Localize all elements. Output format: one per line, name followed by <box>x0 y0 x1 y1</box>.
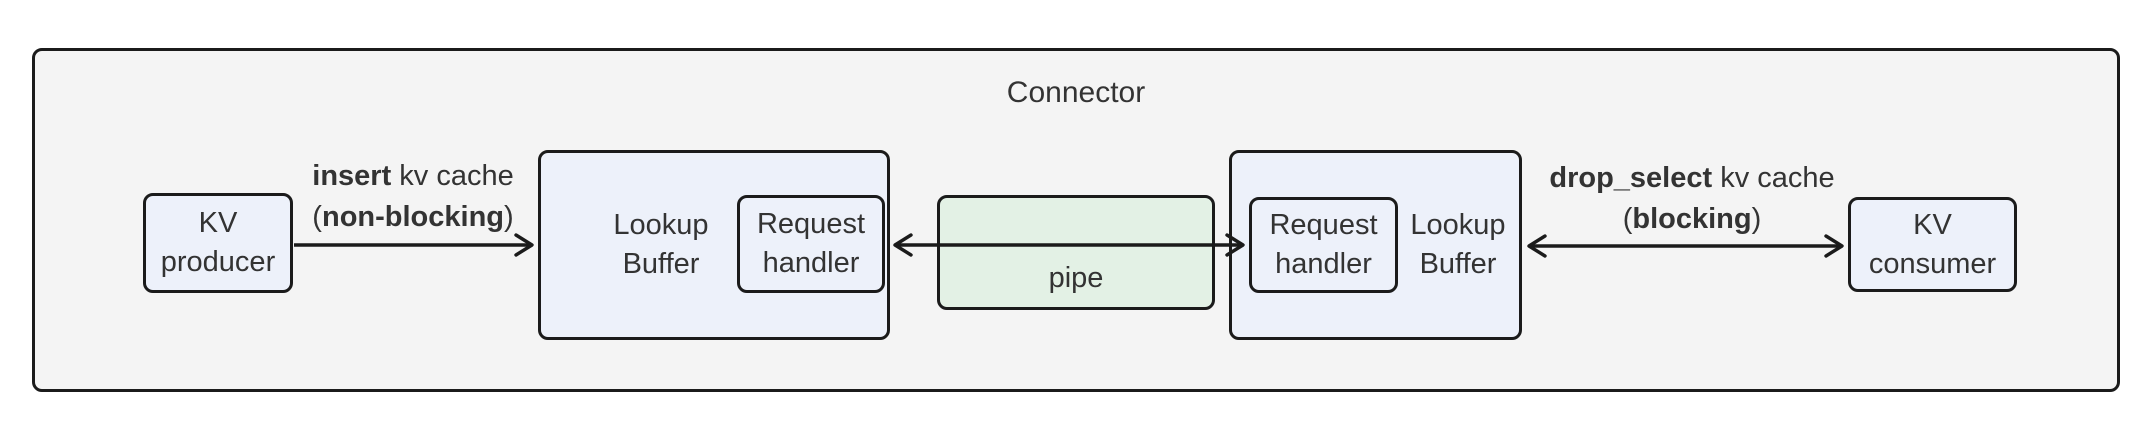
drop-select-edge-label-line2: (blocking) <box>1622 203 1762 235</box>
lookup-buffer-left-label-line2: Buffer <box>622 248 700 280</box>
request-handler-left-label-line2: handler <box>762 247 860 279</box>
drop-select-edge-label: drop_select kv cache (blocking) <box>1549 158 1834 240</box>
drop-select-edge-label-line1: drop_select kv cache <box>1549 162 1835 194</box>
kv-producer-label-line2: producer <box>160 246 276 278</box>
pipe-label: pipe <box>1048 262 1104 294</box>
insert-edge-label-line2: (non-blocking) <box>312 201 514 233</box>
insert-edge-label-line1: insert kv cache <box>312 160 514 192</box>
lookup-buffer-left-label-line1: Lookup <box>613 209 709 241</box>
request-handler-right-label-line1: Request <box>1269 209 1378 241</box>
insert-edge-label: insert kv cache (non-blocking) <box>312 156 513 238</box>
lookup-buffer-left-label: Lookup Buffer <box>613 150 708 340</box>
kv-consumer-node: KV consumer <box>1848 197 2017 292</box>
request-handler-right-label-line2: handler <box>1275 248 1372 280</box>
request-handler-left-label-line1: Request <box>756 208 865 240</box>
lookup-buffer-right-label-line2: Buffer <box>1419 248 1497 280</box>
request-handler-right-node: Request handler <box>1249 197 1398 293</box>
connector-title: Connector <box>1006 76 1146 109</box>
lookup-buffer-right-label: Lookup Buffer <box>1410 150 1505 340</box>
kv-producer-node: KV producer <box>143 193 293 293</box>
kv-consumer-label-line1: KV <box>1913 208 1952 241</box>
lookup-buffer-right-label-line1: Lookup <box>1410 209 1506 241</box>
kv-producer-label-line1: KV <box>198 207 238 239</box>
kv-consumer-label-line2: consumer <box>1868 247 1997 280</box>
request-handler-left-node: Request handler <box>737 195 885 293</box>
